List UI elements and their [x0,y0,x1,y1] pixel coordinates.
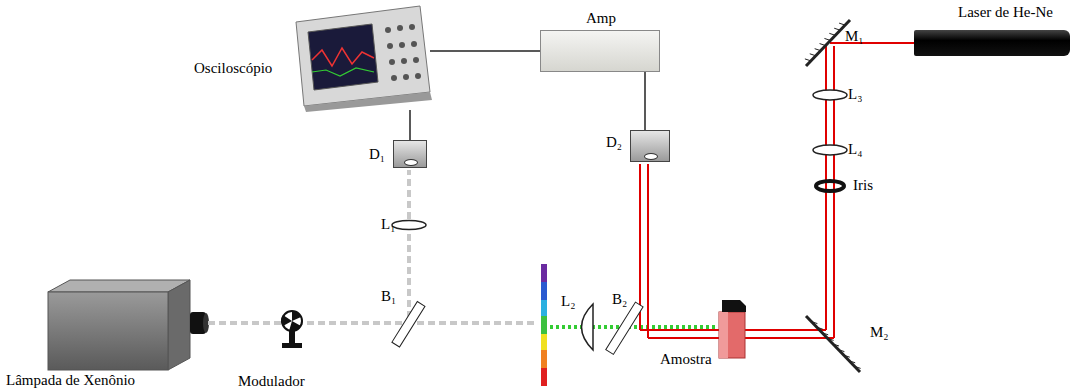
mirror-hatch [855,366,861,368]
mirror-hatch [834,28,840,30]
mirror-hatch [824,38,830,40]
mirror-hatch [822,333,828,335]
sample-cuvette [719,300,746,358]
part-label: M₁ [845,28,864,45]
node-label: Osciloscópio [194,60,272,77]
reference-beam [407,170,411,318]
detector-window [404,159,418,166]
part-label: Amostra [660,351,712,368]
detector-box: D₁ [393,140,427,168]
half-lens [582,304,594,350]
oscilloscope: Osciloscópio [290,5,430,110]
beam-splitter [606,302,643,354]
he-ne-laser: Laser de He-Ne [914,30,1070,56]
mirror-hatch [844,355,850,357]
lens [813,145,847,155]
node-label: Amp [586,10,616,27]
mirror-hatch [828,338,834,340]
mirror-hatch [805,59,811,61]
mirror-hatch [817,327,823,329]
mirror-hatch [820,44,826,46]
node-label: Lâmpada de Xenônio [6,372,135,389]
mirror-hatch [829,33,835,35]
lens [392,221,426,230]
lens [813,90,847,100]
mirror-hatch [839,23,845,25]
signal-cable [430,50,540,52]
signal-cable [409,110,411,140]
mirror-hatch [815,49,821,51]
part-label: L₄ [848,141,862,158]
detector-box: D₂ [630,130,670,162]
mirror [806,316,861,372]
part-label: Iris [853,177,873,194]
mirror-hatch [811,322,817,324]
xenon-lamp [48,280,209,370]
part-label: Modulador [238,373,305,390]
laser-beam [640,43,914,338]
mirror-hatch [833,344,839,346]
amplifier-box: Amp [540,30,660,72]
node-label: D₂ [606,134,622,151]
spectrum-bar [541,264,547,386]
detector-window [644,153,658,160]
part-label: L₃ [848,86,862,103]
part-label: L₂ [561,293,575,310]
iris-diaphragm [816,181,844,191]
oscilloscope-body [296,6,432,112]
part-label: B₁ [381,288,396,305]
beam-splitter [392,302,425,347]
chopper-modulator [281,311,302,348]
node-label: Laser de He-Ne [958,4,1053,21]
mirror-hatch [810,54,816,56]
node-label: D₁ [369,146,385,163]
part-label: L₁ [381,216,395,233]
probe-beam [550,325,716,329]
part-label: B₂ [612,291,627,308]
mirror-hatch [849,361,855,363]
mirror [805,20,850,66]
mirror-hatch [838,350,844,352]
xenon-lamp-node: Lâmpada de Xenônio [48,280,206,370]
white-light-beam [208,321,538,325]
part-label: M₂ [870,324,889,341]
signal-cable [644,72,646,130]
